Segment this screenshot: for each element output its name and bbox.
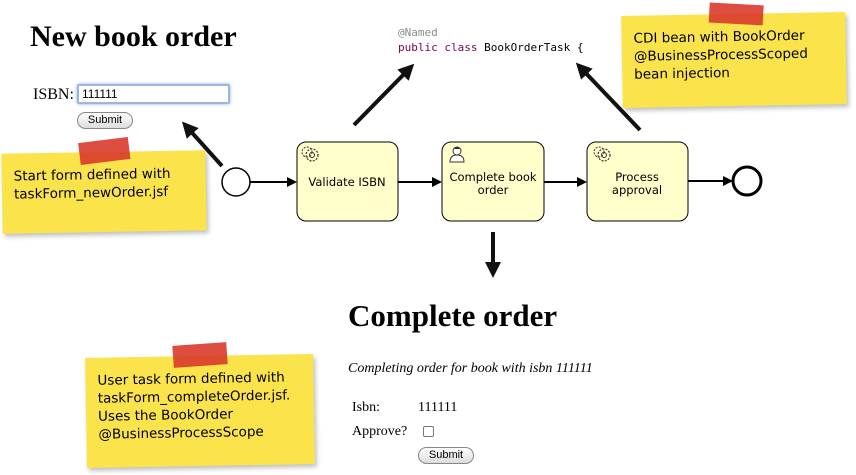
start-event[interactable]	[221, 167, 251, 197]
tape	[78, 137, 131, 165]
start-form-note: Start form defined with taskForm_newOrde…	[1, 137, 207, 234]
tape	[172, 342, 228, 368]
code-class-decl: BookOrderTask {	[477, 41, 584, 54]
task-label: Validate ISBN	[308, 175, 385, 189]
task-label-line-1: Complete book	[449, 170, 536, 184]
gear-icon	[593, 146, 611, 162]
task-process-approval[interactable]: Process approval	[586, 141, 689, 222]
arrow-validate-to-code	[352, 63, 415, 127]
note-line: Start form defined with	[13, 165, 171, 185]
user-task-note: User task form defined with taskForm_com…	[85, 342, 315, 468]
complete-submit-button[interactable]: Submit	[418, 447, 474, 464]
task-complete-book-order[interactable]: Complete book order	[441, 141, 545, 222]
user-icon	[449, 146, 465, 163]
note-line: taskForm_newOrder.jsf	[13, 183, 169, 203]
note-line: taskForm_completeOrder.jsf.	[97, 387, 291, 407]
task-label-line-2: approval	[612, 183, 662, 197]
approve-checkbox[interactable]	[423, 426, 434, 437]
note-line: @BusinessProcessScope	[98, 423, 264, 443]
gear-icon	[301, 146, 319, 162]
approve-label: Approve?	[352, 424, 408, 439]
code-annotation: @Named	[398, 26, 438, 39]
arrow-approval-to-code	[575, 62, 642, 132]
task-label-line-2: order	[478, 183, 509, 197]
tape	[708, 2, 764, 26]
note-line: @BusinessProcessScoped	[633, 45, 808, 65]
code-snippet: @Named public class BookOrderTask {	[398, 25, 583, 55]
task-validate-isbn[interactable]: Validate ISBN	[296, 141, 399, 222]
arrow-to-isbn-form	[181, 121, 224, 168]
cdi-bean-note: CDI bean with BookOrder @BusinessProcess…	[621, 2, 847, 108]
start-submit-button[interactable]: Submit	[77, 112, 133, 129]
code-keywords: public class	[398, 41, 478, 54]
complete-isbn-value: 111111	[418, 400, 458, 415]
complete-order-title: Complete order	[348, 298, 558, 333]
completing-subtitle: Completing order for book with isbn 1111…	[348, 361, 593, 376]
task-label-line-1: Process	[615, 170, 659, 184]
isbn-input[interactable]	[77, 84, 230, 104]
end-event[interactable]	[731, 165, 763, 197]
note-line: bean injection	[634, 65, 731, 83]
isbn-label: ISBN:	[33, 86, 74, 103]
new-book-order-title: New book order	[30, 20, 237, 53]
complete-isbn-label: Isbn:	[352, 400, 380, 415]
